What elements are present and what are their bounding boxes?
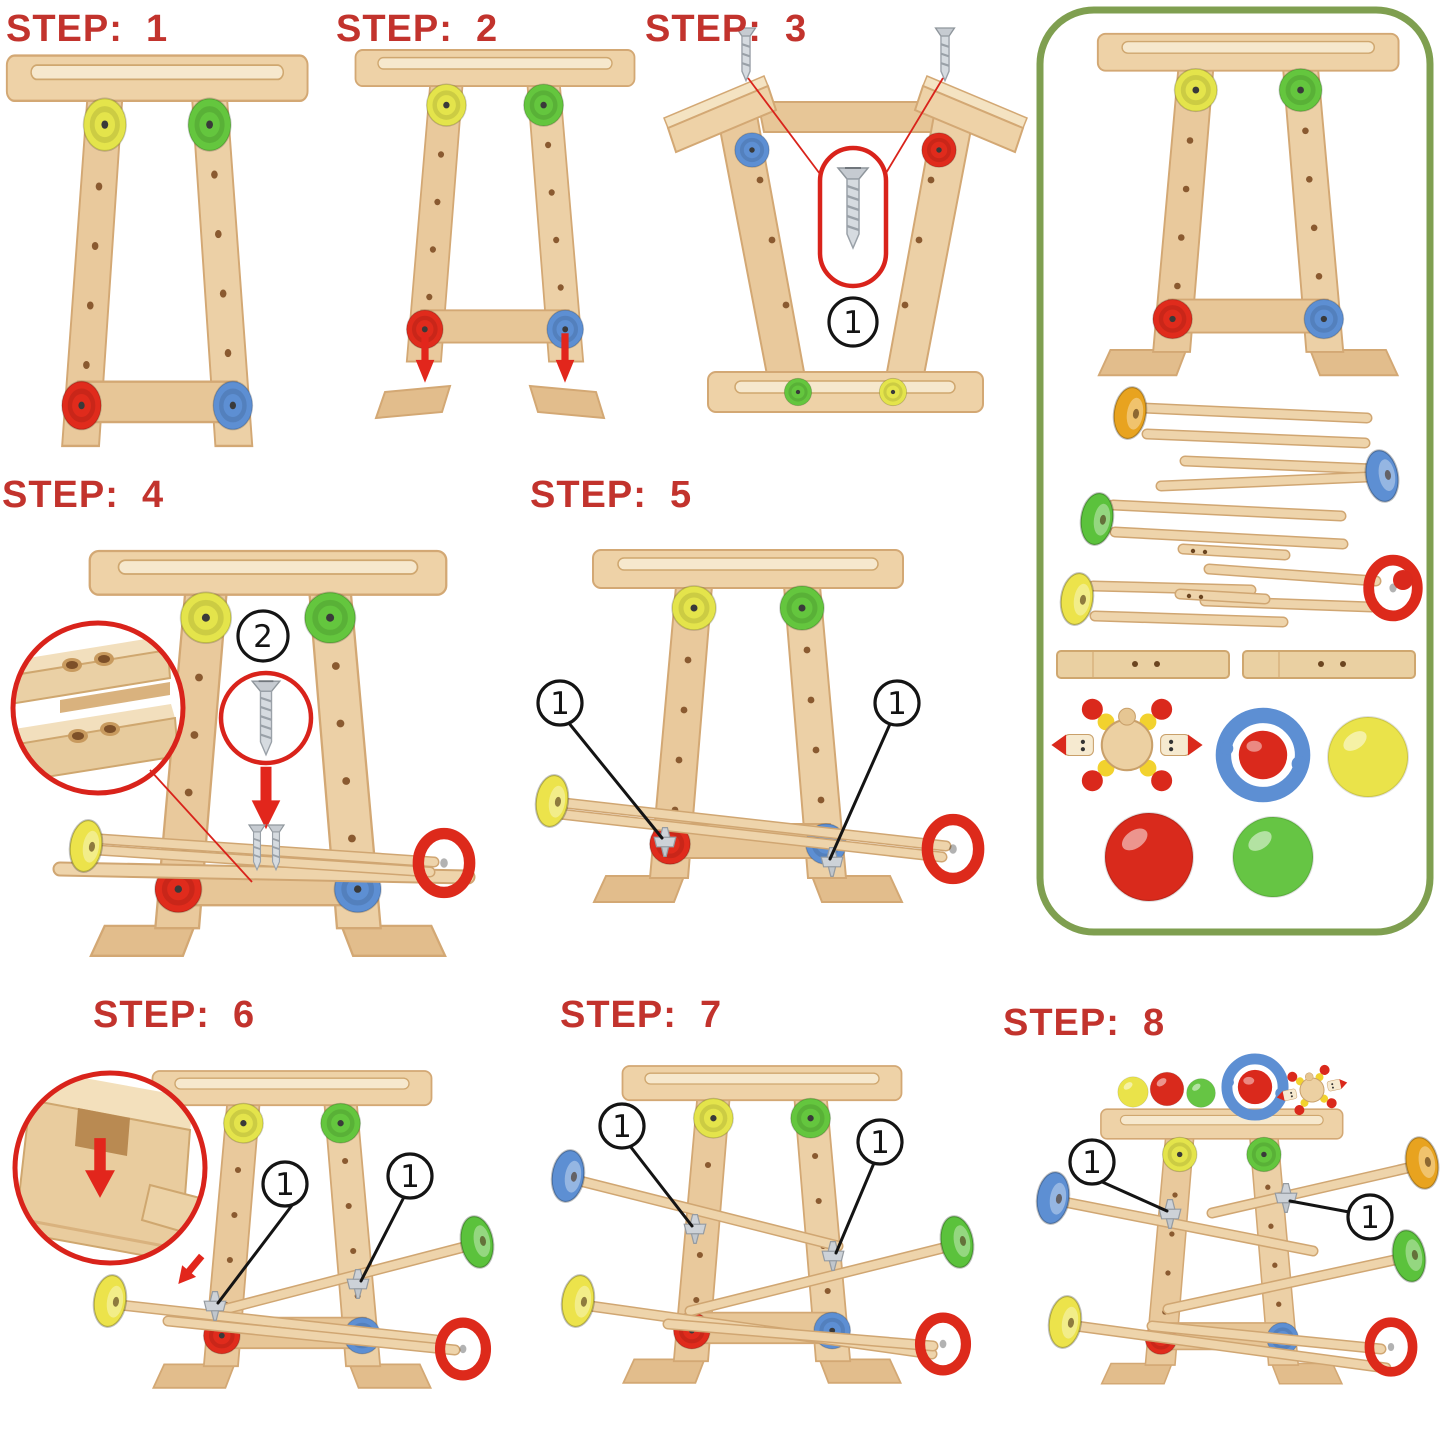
- step-6-illustration: 1 1: [12, 980, 499, 1432]
- track-green-icon: [208, 1212, 499, 1318]
- step-4-illustration: 2: [10, 460, 476, 980]
- step-1-panel: STEP: 1: [0, 0, 330, 460]
- callout-line: [882, 77, 944, 179]
- joint-detail-magnifier-icon: [10, 620, 186, 796]
- callout-1: 1: [1068, 1138, 1116, 1186]
- track-yellow-icon: [1044, 1293, 1392, 1374]
- svg-text:1: 1: [550, 686, 570, 722]
- callout-line: [149, 769, 253, 883]
- step-5-label: STEP: 5: [530, 474, 693, 516]
- callout-1: 1: [598, 1102, 646, 1150]
- screw-capsule-icon: [817, 145, 889, 289]
- track-red-icon: [162, 1315, 486, 1375]
- red-arrow-down-icon: [171, 1250, 209, 1290]
- ball-green-icon: [1186, 1078, 1216, 1108]
- step-5-illustration: 1 1: [531, 460, 1025, 980]
- callout-1: 1: [261, 1160, 309, 1208]
- track-green-icon: [1162, 1226, 1431, 1315]
- track-yellow-icon: [531, 772, 952, 863]
- step-8-label: STEP: 8: [1003, 1002, 1166, 1044]
- foot-block-icon: [374, 384, 606, 420]
- step-2-panel: STEP: 2: [330, 0, 650, 460]
- callout-2: 2: [236, 609, 290, 663]
- svg-text:1: 1: [1360, 1200, 1380, 1236]
- track-red-icon: [1146, 1322, 1413, 1372]
- step-1-label: STEP: 1: [6, 8, 169, 50]
- callout-1: 1: [386, 1152, 434, 1200]
- svg-text:1: 1: [1082, 1145, 1102, 1181]
- ball-yellow-icon: [1327, 716, 1409, 798]
- trestle-frame-icon: [356, 50, 635, 362]
- ring-rattle-icon: [1225, 1059, 1287, 1115]
- step-7-illustration: 1 1: [547, 980, 979, 1432]
- step-8-illustration: 1 1: [1032, 980, 1440, 1432]
- screw-circle-icon: [218, 670, 314, 766]
- step-7-panel: STEP: 7: [490, 980, 995, 1432]
- track-blue-icon: [1032, 1169, 1319, 1257]
- track-blue-icon: [1155, 446, 1404, 506]
- track-yellow-icon: [65, 817, 440, 878]
- callout-1: 1: [536, 679, 584, 727]
- step-6-label: STEP: 6: [93, 994, 256, 1036]
- base-plank: [52, 861, 476, 885]
- step-3-illustration: 1: [663, 26, 1028, 413]
- callout-1: 1: [856, 1118, 904, 1166]
- callout-line: [216, 1202, 295, 1305]
- callout-line: [834, 1161, 876, 1255]
- svg-text:1: 1: [612, 1109, 632, 1145]
- track-orange-icon: [1109, 384, 1373, 449]
- ball-red-icon: [1149, 1071, 1185, 1107]
- ball-yellow-icon: [1117, 1076, 1149, 1108]
- rail-sticks-icon: [1174, 543, 1291, 605]
- callout-line: [566, 720, 664, 840]
- step-4-label: STEP: 4: [2, 474, 165, 516]
- red-arrow-down-icon: [251, 766, 281, 830]
- track-yellow-icon: [89, 1272, 442, 1346]
- callout-line: [828, 722, 892, 861]
- callout-1: 1: [873, 679, 921, 727]
- callout-line: [747, 77, 824, 179]
- parts-panel: [1035, 5, 1435, 940]
- callout-line: [1098, 1179, 1169, 1213]
- ball-green-icon: [1232, 816, 1314, 898]
- inverted-frame-icon: [663, 75, 1028, 413]
- svg-text:1: 1: [843, 305, 863, 341]
- step-6-panel: STEP: 6: [0, 980, 520, 1432]
- svg-text:1: 1: [400, 1159, 420, 1195]
- ball-red-icon: [1103, 811, 1195, 903]
- track-orange-icon: [1206, 1133, 1440, 1219]
- step-1-illustration: [0, 0, 330, 460]
- svg-text:1: 1: [887, 686, 907, 722]
- step-3-label: STEP: 3: [645, 8, 808, 50]
- step-3-panel: STEP: 3: [640, 0, 1035, 460]
- callout-line: [628, 1144, 694, 1228]
- step-5-panel: STEP: 5 1 1: [500, 460, 1025, 980]
- support-plank-icon: [1056, 650, 1416, 679]
- track-green-icon: [684, 1212, 979, 1317]
- step-2-illustration: [330, 0, 650, 420]
- track-red-icon: [662, 1318, 966, 1371]
- track-green-icon: [1076, 490, 1349, 550]
- svg-text:1: 1: [870, 1125, 890, 1161]
- parts-panel-illustration: [1036, 6, 1434, 936]
- step-8-panel: STEP: 8: [960, 980, 1440, 1432]
- callout-1: 1: [1346, 1193, 1394, 1241]
- track-yellow-icon: [1056, 570, 1289, 628]
- callout-1: 1: [827, 296, 879, 348]
- slot-detail-magnifier-icon: [12, 1070, 208, 1266]
- step-7-label: STEP: 7: [560, 994, 723, 1036]
- svg-text:2: 2: [253, 619, 273, 655]
- trestle-frame-icon: [7, 56, 308, 446]
- svg-text:1: 1: [275, 1167, 295, 1203]
- step-2-label: STEP: 2: [336, 8, 499, 50]
- callout-line: [359, 1195, 406, 1283]
- callout-line: [1288, 1199, 1351, 1214]
- step-4-panel: STEP: 4: [0, 460, 500, 980]
- track-blue-icon: [547, 1147, 844, 1252]
